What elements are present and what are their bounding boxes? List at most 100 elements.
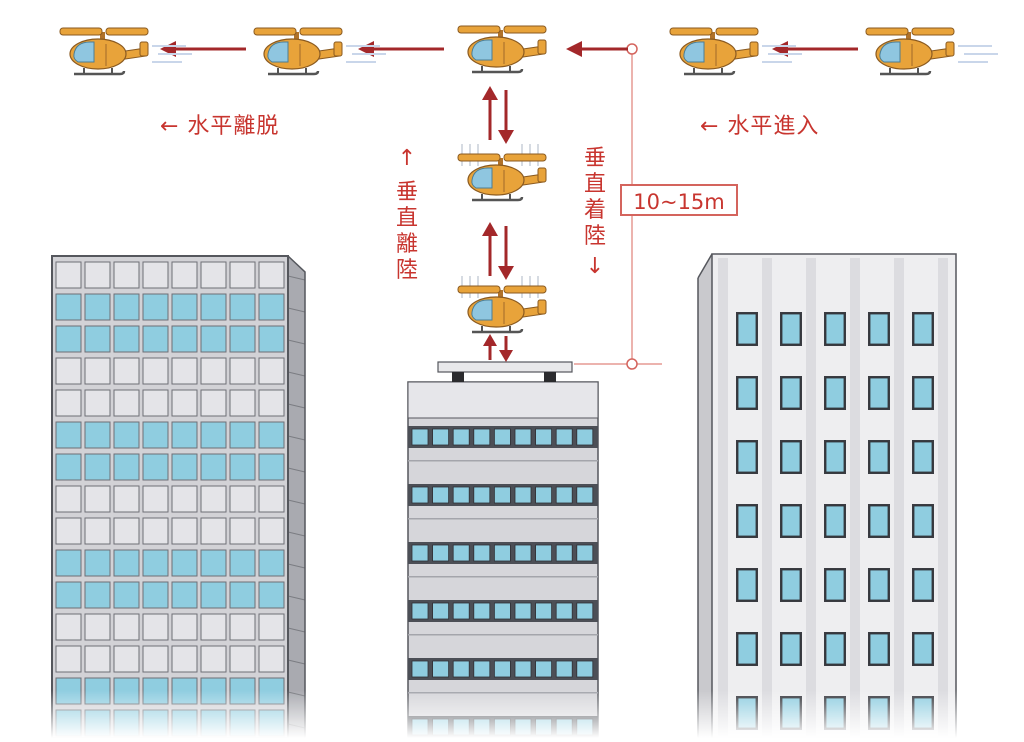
window-pane [432,660,450,678]
window-pane [258,325,285,353]
rooftop-helipad [437,361,573,382]
window-pane [493,660,511,678]
window-pane [825,569,845,601]
window-pane [200,357,227,385]
window-pane [142,485,169,513]
vertical-landing-arrow: ↓ [585,254,605,279]
helicopter-icon [456,275,548,334]
helicopter-icon [864,26,999,76]
building-right [697,253,957,739]
window-pane [171,325,198,353]
window-pane [200,453,227,481]
helicopter-icon [456,143,548,202]
window-pane [825,505,845,537]
window-pane [718,258,728,738]
building-left [51,255,306,739]
window-pane [806,258,816,738]
window-pane [229,421,256,449]
window-pane [432,544,450,562]
window-pane [84,645,111,673]
window-pane [535,428,552,446]
window-pane [825,633,845,665]
window-pane [473,544,491,562]
window-pane [113,645,140,673]
window-pane [411,544,429,562]
window-pane [258,549,285,577]
window-pane [408,576,598,578]
window-pane [493,544,511,562]
window-pane [555,486,573,504]
label-vertical-takeoff: 垂直離陸 [395,180,418,283]
window-pane [514,486,532,504]
window-pane [514,544,532,562]
window-pane [869,569,889,601]
window-pane [229,293,256,321]
window-pane [258,453,285,481]
window-pane [113,325,140,353]
window-pane [737,505,757,537]
ground-fade [0,690,1024,738]
window-pane [825,313,845,345]
window-pane [55,261,82,289]
window-pane [84,581,111,609]
label-horizontal-approach: ← 水平進入 [700,114,820,139]
window-pane [781,505,801,537]
window-pane [913,633,933,665]
window-pane [258,581,285,609]
window-pane [171,613,198,641]
window-pane [781,313,801,345]
window-pane [142,421,169,449]
window-pane [113,613,140,641]
window-pane [781,441,801,473]
window-pane [913,505,933,537]
window-pane [84,549,111,577]
window-pane [84,421,111,449]
height-label: 10~15m [620,184,738,216]
window-pane [913,313,933,345]
window-pane [514,660,532,678]
window-pane [142,293,169,321]
window-pane [200,389,227,417]
window-pane [493,486,511,504]
window-pane [171,293,198,321]
window-pane [142,517,169,545]
window-pane [555,602,573,620]
window-pane [229,325,256,353]
window-pane [473,428,491,446]
window-pane [229,581,256,609]
window-pane [938,258,948,738]
window-pane [142,453,169,481]
double-vertical-arrow-icon [483,334,513,362]
window-pane [229,549,256,577]
window-pane [142,613,169,641]
window-pane [200,613,227,641]
window-pane [514,602,532,620]
window-pane [781,569,801,601]
window-pane [781,633,801,665]
window-pane [576,660,594,678]
window-pane [555,428,573,446]
window-pane [200,517,227,545]
window-pane [55,549,82,577]
window-pane [576,544,594,562]
window-pane [408,634,598,636]
window-pane [55,613,82,641]
window-pane [84,389,111,417]
window-pane [171,485,198,513]
label-horizontal-departure: ← 水平離脱 [160,114,280,139]
window-pane [737,441,757,473]
window-pane [84,293,111,321]
window-pane [55,325,82,353]
window-pane [55,517,82,545]
window-pane [229,645,256,673]
window-pane [258,421,285,449]
window-pane [493,428,511,446]
window-pane [229,261,256,289]
window-pane [452,544,470,562]
window-pane [142,549,169,577]
window-pane [869,313,889,345]
window-pane [452,428,470,446]
window-pane [142,325,169,353]
window-pane [411,428,429,446]
